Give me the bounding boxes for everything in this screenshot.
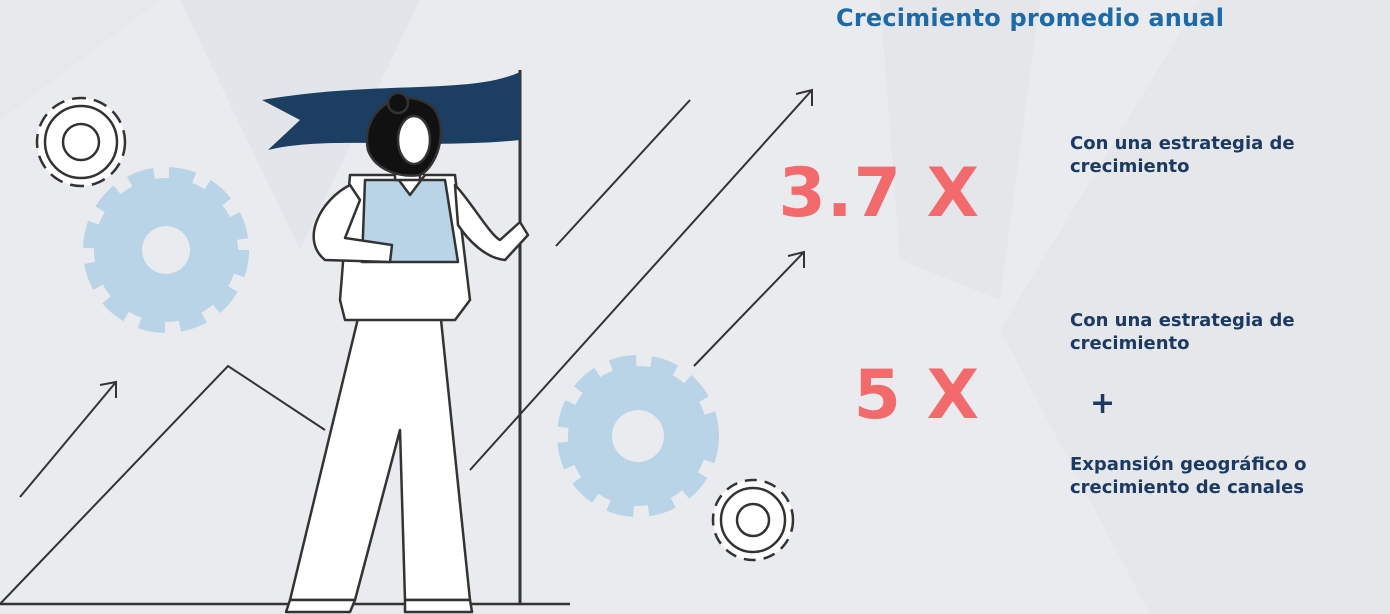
arrow-icon [693,250,805,367]
arrow-icon [469,88,813,471]
gear-icon [83,167,249,333]
stat-value-growth-expansion: 5 X [853,356,980,435]
stat-value-growth-strategy: 3.7 X [778,154,980,233]
arrow-icon [555,99,691,247]
stat-description-growth-strategy: Con una estrategia de crecimiento [1070,133,1295,177]
plus-sign: + [1090,386,1116,421]
stat-description-expansion: Expansión geográfico o crecimiento de ca… [1070,454,1307,498]
arrow-icon [19,380,117,498]
page-title: Crecimiento promedio anual [836,4,1225,32]
person-illustration [0,70,813,614]
gear-icon [35,96,127,188]
stat-description-growth-strategy-2: Con una estrategia de crecimiento [1070,310,1295,354]
gear-icon [557,355,719,517]
gear-icon [711,478,795,562]
